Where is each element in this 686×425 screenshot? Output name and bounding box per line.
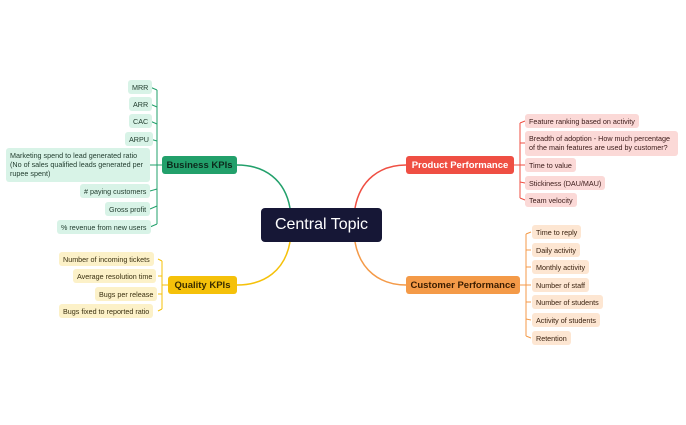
- leaf-breadth-of-adoption[interactable]: Breadth of adoption - How much percentag…: [525, 131, 678, 156]
- leaf-stickiness[interactable]: Stickiness (DAU/MAU): [525, 176, 606, 190]
- leaf-paying-customers[interactable]: # paying customers: [80, 184, 151, 198]
- leaf-time-to-value[interactable]: Time to value: [525, 158, 576, 172]
- branch-quality-kpis[interactable]: Quality KPIs: [168, 276, 237, 294]
- leaf-average-resolution-time[interactable]: Average resolution time: [73, 269, 157, 283]
- leaf-daily-activity[interactable]: Daily activity: [532, 243, 580, 257]
- leaf-bugs-fixed-ratio[interactable]: Bugs fixed to reported ratio: [59, 304, 154, 318]
- central-topic[interactable]: Central Topic: [261, 208, 382, 242]
- leaf-feature-ranking[interactable]: Feature ranking based on activity: [525, 114, 639, 128]
- leaf-monthly-activity[interactable]: Monthly activity: [532, 260, 590, 274]
- leaf-incoming-tickets[interactable]: Number of incoming tickets: [59, 252, 154, 266]
- leaf-retention[interactable]: Retention: [532, 331, 571, 345]
- leaf-number-of-staff[interactable]: Number of staff: [532, 278, 590, 292]
- branch-product-performance[interactable]: Product Performance: [406, 156, 514, 174]
- leaf-revenue-new-users[interactable]: % revenue from new users: [57, 220, 151, 234]
- leaf-arr[interactable]: ARR: [129, 97, 153, 111]
- leaf-arpu[interactable]: ARPU: [125, 132, 153, 146]
- leaf-mrr[interactable]: MRR: [128, 80, 153, 94]
- leaf-team-velocity[interactable]: Team velocity: [525, 193, 577, 207]
- leaf-number-of-students[interactable]: Number of students: [532, 295, 603, 309]
- leaf-time-to-reply[interactable]: Time to reply: [532, 225, 582, 239]
- leaf-activity-of-students[interactable]: Activity of students: [532, 313, 600, 327]
- leaf-gross-profit[interactable]: Gross profit: [105, 202, 151, 216]
- branch-business-kpis[interactable]: Business KPIs: [162, 156, 237, 174]
- leaf-bugs-per-release[interactable]: Bugs per release: [95, 287, 158, 301]
- leaf-cac[interactable]: CAC: [129, 114, 153, 128]
- branch-customer-performance[interactable]: Customer Performance: [406, 276, 520, 294]
- leaf-marketing-spend-ratio[interactable]: Marketing spend to lead generated ratio …: [6, 148, 150, 182]
